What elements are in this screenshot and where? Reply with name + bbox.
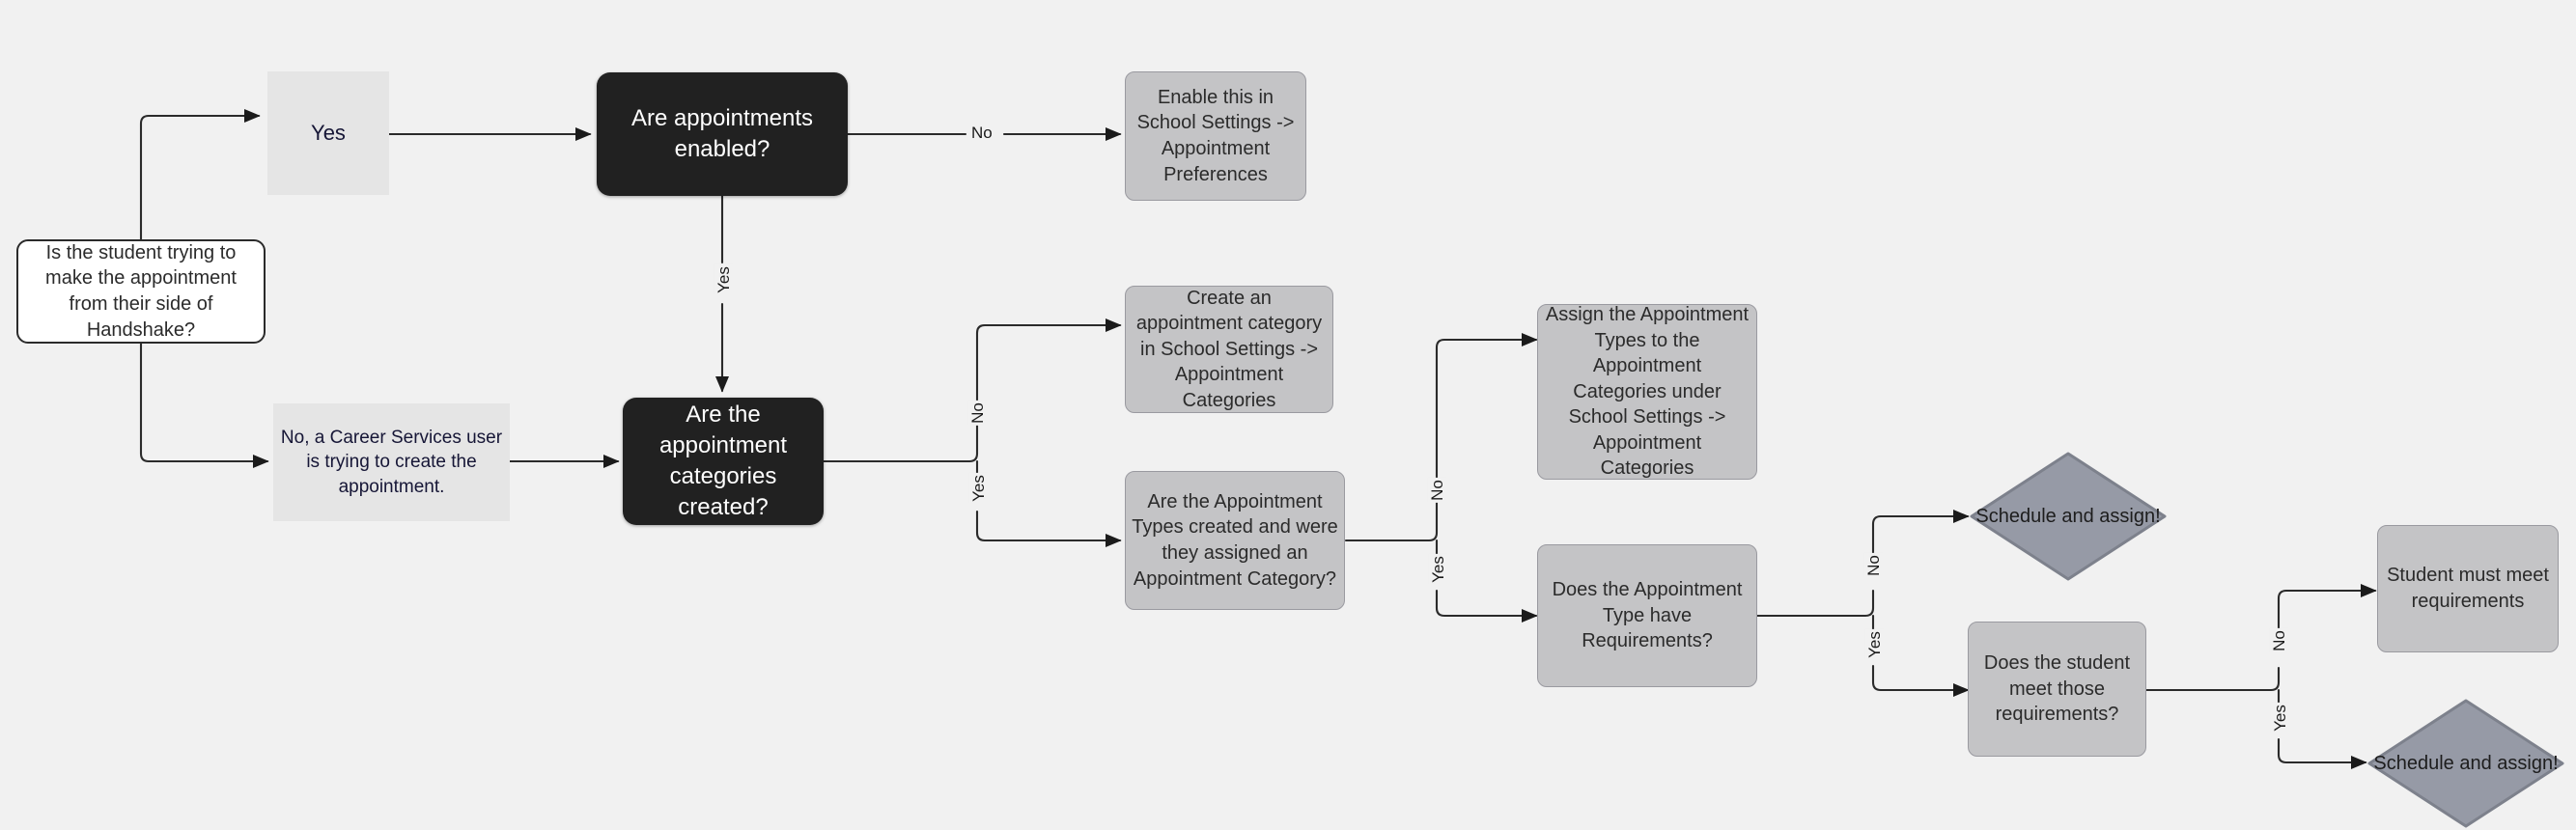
node-yes-branch[interactable]: Yes [267,71,389,195]
node-start-label: Is the student trying to make the appoin… [45,241,237,341]
node-meets-requirements[interactable]: Does the student meet those requirements… [1968,622,2146,757]
node-types-created-label: Are the Appointment Types created and we… [1132,490,1338,590]
edge-label-requirements-no: No [1863,553,1884,578]
edge-label-categories-yes: Yes [968,473,989,504]
node-assign-types-label: Assign the Appointment Types to the Appo… [1545,303,1750,480]
node-schedule-assign-2[interactable]: Schedule and assign! [2366,697,2566,830]
node-assign-types[interactable]: Assign the Appointment Types to the Appo… [1537,304,1757,480]
node-no-branch[interactable]: No, a Career Services user is trying to … [273,403,510,521]
node-no-branch-label: No, a Career Services user is trying to … [280,428,503,497]
node-student-must-meet[interactable]: Student must meet requirements [2377,525,2559,652]
node-categories-created-label: Are the appointment categories created? [658,401,788,520]
node-enable-preferences-label: Enable this in School Settings -> Appoin… [1136,86,1295,185]
edge-label-appointments-enabled-no: No [969,124,994,143]
node-start[interactable]: Is the student trying to make the appoin… [16,239,266,344]
diamond-shape-2 [2367,699,2564,828]
node-schedule-assign-2-label: Schedule and assign! [2373,752,2559,774]
node-student-must-meet-label: Student must meet requirements [2387,565,2549,612]
node-enable-preferences[interactable]: Enable this in School Settings -> Appoin… [1125,71,1306,201]
node-create-category[interactable]: Create an appointment category in School… [1125,286,1333,413]
edge-label-categories-no: No [967,401,988,426]
edge-label-types-no: No [1427,478,1447,503]
node-meets-requirements-label: Does the student meet those requirements… [1983,652,2131,726]
edge-label-meets-yes: Yes [2270,703,2290,733]
node-yes-branch-label: Yes [311,121,346,146]
node-schedule-assign-1[interactable]: Schedule and assign! [1968,450,2169,583]
edge-label-appointments-enabled-yes: Yes [714,264,734,295]
edge-label-types-yes: Yes [1428,554,1448,585]
node-types-created[interactable]: Are the Appointment Types created and we… [1125,471,1345,610]
node-schedule-assign-1-label: Schedule and assign! [1975,505,2161,527]
node-categories-created[interactable]: Are the appointment categories created? [623,398,824,525]
node-has-requirements[interactable]: Does the Appointment Type have Requireme… [1537,544,1757,687]
node-appointments-enabled-label: Are appointments enabled? [630,105,814,162]
node-appointments-enabled[interactable]: Are appointments enabled? [597,72,848,196]
diamond-shape-1 [1970,452,2167,581]
edge-label-meets-no: No [2269,628,2289,653]
edge-label-requirements-yes: Yes [1864,629,1885,660]
node-create-category-label: Create an appointment category in School… [1135,287,1323,411]
node-has-requirements-label: Does the Appointment Type have Requireme… [1552,579,1743,652]
